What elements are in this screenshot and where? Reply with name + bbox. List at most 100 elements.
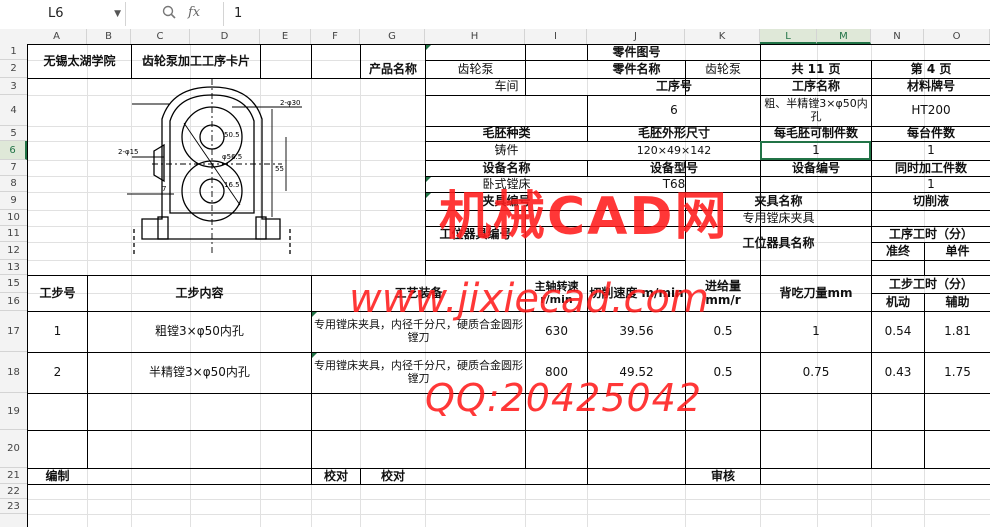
zoom-icon[interactable] bbox=[162, 5, 176, 23]
simul-parts-label[interactable]: 同时加工件数 bbox=[894, 161, 967, 175]
page-no-cell[interactable]: 第 4 页 bbox=[910, 61, 952, 76]
blank-size-label[interactable]: 毛胚外形尺寸 bbox=[637, 127, 710, 141]
material-label[interactable]: 材料牌号 bbox=[906, 79, 955, 94]
part-name-label[interactable]: 零件名称 bbox=[612, 61, 661, 76]
row-header-5[interactable]: 5 bbox=[0, 126, 27, 141]
column-header-j[interactable]: J bbox=[587, 29, 685, 44]
fx-icon[interactable]: fx bbox=[188, 5, 201, 20]
pieces-per-blank-cell[interactable]: 1 bbox=[812, 143, 820, 158]
coolant-label[interactable]: 切削液 bbox=[912, 193, 949, 208]
process-name-cell[interactable]: 粗、半精镗3×φ50内孔 bbox=[764, 97, 868, 123]
equip-no-label[interactable]: 设备编号 bbox=[791, 161, 840, 175]
step-no-cell[interactable]: 2 bbox=[53, 365, 62, 380]
cut-speed-label[interactable]: 切削速度 m/min bbox=[589, 285, 684, 300]
product-name-label[interactable]: 产品名称 bbox=[368, 61, 417, 76]
product-name-cell[interactable]: 齿轮泵 bbox=[457, 61, 494, 76]
process-name-label[interactable]: 工序名称 bbox=[791, 79, 840, 94]
equipment-label[interactable]: 工艺装备 bbox=[394, 285, 443, 300]
step-aux-time-cell[interactable]: 1.81 bbox=[944, 324, 971, 339]
step-time-label[interactable]: 工步工时（分） bbox=[888, 276, 973, 291]
worksheet[interactable]: 无锡太湖学院齿轮泵加工工序卡片产品名称齿轮泵零件图号零件名称齿轮泵共 11 页第… bbox=[27, 44, 990, 527]
equip-model-label[interactable]: 设备型号 bbox=[649, 161, 698, 175]
row-header-22[interactable]: 22 bbox=[0, 484, 27, 499]
fixture-name-cell[interactable]: 专用镗床夹具 bbox=[742, 211, 815, 225]
column-header-b[interactable]: B bbox=[87, 29, 131, 44]
fixture-name-label[interactable]: 夹具名称 bbox=[754, 193, 803, 208]
pieces-per-machine-label[interactable]: 每台件数 bbox=[906, 127, 955, 141]
chevron-down-icon[interactable]: ▼ bbox=[114, 9, 121, 19]
depth-label[interactable]: 背吃刀量mm bbox=[779, 285, 853, 300]
row-header-4[interactable]: 4 bbox=[0, 95, 27, 126]
row-header-20[interactable]: 20 bbox=[0, 430, 27, 468]
simul-parts-cell[interactable]: 1 bbox=[927, 177, 935, 191]
column-header-f[interactable]: F bbox=[311, 29, 360, 44]
school-cell[interactable]: 无锡太湖学院 bbox=[43, 53, 116, 68]
row-header-3[interactable]: 3 bbox=[0, 78, 27, 95]
row-header-8[interactable]: 8 bbox=[0, 176, 27, 192]
part-name-cell[interactable]: 齿轮泵 bbox=[704, 61, 741, 76]
proofread-label[interactable]: 校对 bbox=[380, 469, 405, 483]
process-time-label[interactable]: 工序工时（分） bbox=[888, 227, 973, 241]
step-feed-cell[interactable]: 0.5 bbox=[713, 324, 733, 339]
blank-type-cell[interactable]: 铸件 bbox=[494, 143, 519, 158]
row-header-9[interactable]: 9 bbox=[0, 192, 27, 210]
total-pages-cell[interactable]: 共 11 页 bbox=[791, 61, 841, 76]
card-title-cell[interactable]: 齿轮泵加工工序卡片 bbox=[141, 53, 250, 68]
row-header-16[interactable]: 16 bbox=[0, 293, 27, 311]
step-speed-cell[interactable]: 800 bbox=[545, 365, 568, 380]
column-header-i[interactable]: I bbox=[525, 29, 587, 44]
row-header-13[interactable]: 13 bbox=[0, 260, 27, 275]
step-cut-speed-cell[interactable]: 39.56 bbox=[619, 324, 654, 339]
column-header-e[interactable]: E bbox=[260, 29, 311, 44]
step-no-cell[interactable]: 1 bbox=[53, 324, 62, 339]
column-header-n[interactable]: N bbox=[871, 29, 924, 44]
proofread-label[interactable]: 校对 bbox=[323, 469, 348, 483]
compiled-label[interactable]: 编制 bbox=[45, 469, 70, 483]
step-feed-cell[interactable]: 0.5 bbox=[713, 365, 733, 380]
process-no-cell[interactable]: 6 bbox=[670, 103, 678, 118]
column-header-a[interactable]: A bbox=[27, 29, 87, 44]
equip-name-cell[interactable]: 卧式镗床 bbox=[482, 177, 531, 191]
row-header-1[interactable]: 1 bbox=[0, 44, 27, 60]
station-tool-name-label[interactable]: 工位器具名称 bbox=[742, 235, 815, 250]
row-header-12[interactable]: 12 bbox=[0, 242, 27, 260]
equip-name-label[interactable]: 设备名称 bbox=[482, 161, 531, 175]
material-cell[interactable]: HT200 bbox=[911, 103, 951, 118]
spindle-speed-label[interactable]: 主轴转速 r/min bbox=[534, 279, 579, 306]
workshop-label[interactable]: 车间 bbox=[494, 79, 519, 94]
step-content-label[interactable]: 工步内容 bbox=[175, 285, 224, 300]
column-header-h[interactable]: H bbox=[425, 29, 525, 44]
step-aux-time-cell[interactable]: 1.75 bbox=[944, 365, 971, 380]
pieces-per-blank-label[interactable]: 每毛胚可制件数 bbox=[773, 127, 858, 141]
pieces-per-machine-cell[interactable]: 1 bbox=[927, 143, 935, 158]
step-machine-time-cell[interactable]: 0.54 bbox=[884, 324, 912, 339]
column-header-g[interactable]: G bbox=[360, 29, 425, 44]
row-header-11[interactable]: 11 bbox=[0, 226, 27, 242]
row-header-18[interactable]: 18 bbox=[0, 352, 27, 393]
station-tool-no-label[interactable]: 工位器具编号 bbox=[439, 227, 512, 241]
prep-label[interactable]: 准终 bbox=[885, 243, 910, 258]
equip-model-cell[interactable]: T68 bbox=[662, 177, 686, 191]
step-cut-speed-cell[interactable]: 49.52 bbox=[619, 365, 654, 380]
process-no-label[interactable]: 工序号 bbox=[655, 79, 692, 94]
column-header-c[interactable]: C bbox=[131, 29, 190, 44]
step-equipment-cell[interactable]: 专用镗床夹具，内径千分尺，硬质合金圆形镗刀 bbox=[314, 359, 523, 385]
column-header-d[interactable]: D bbox=[190, 29, 260, 44]
row-header-21[interactable]: 21 bbox=[0, 468, 27, 484]
step-no-label[interactable]: 工步号 bbox=[39, 285, 76, 300]
step-equipment-cell[interactable]: 专用镗床夹具，内径千分尺，硬质合金圆形镗刀 bbox=[314, 318, 523, 344]
step-content-cell[interactable]: 半精镗3×φ50内孔 bbox=[149, 365, 250, 380]
row-header-6[interactable]: 6 bbox=[0, 141, 27, 160]
row-header-15[interactable]: 15 bbox=[0, 275, 27, 293]
formula-input[interactable]: 1 bbox=[234, 6, 243, 21]
aux-label[interactable]: 辅助 bbox=[945, 294, 970, 309]
blank-type-label[interactable]: 毛胚种类 bbox=[482, 127, 531, 141]
row-header-7[interactable]: 7 bbox=[0, 160, 27, 176]
name-box[interactable]: L6 ▼ bbox=[0, 2, 126, 26]
column-header-l[interactable]: L bbox=[760, 29, 817, 44]
feed-label[interactable]: 进给量 mm/r bbox=[704, 278, 741, 307]
selected-cell[interactable] bbox=[760, 141, 871, 160]
step-depth-cell[interactable]: 0.75 bbox=[802, 365, 830, 380]
blank-size-cell[interactable]: 120×49×142 bbox=[636, 143, 712, 157]
column-header-o[interactable]: O bbox=[924, 29, 990, 44]
